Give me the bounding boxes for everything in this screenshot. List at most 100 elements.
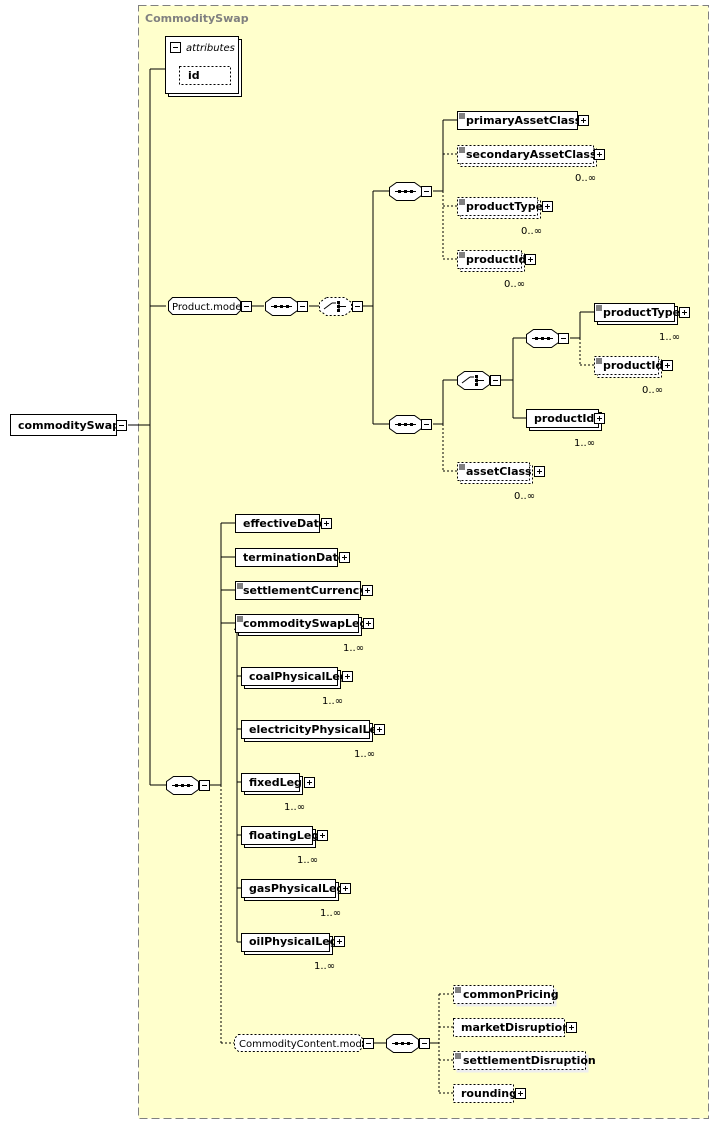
svg-text:commoditySwap: commoditySwap xyxy=(18,419,120,432)
svg-text:gasPhysicalLeg: gasPhysicalLeg xyxy=(249,882,344,895)
element-assetclass[interactable]: assetClass xyxy=(457,462,533,484)
root-element-commodityswap[interactable]: commoditySwap xyxy=(10,414,121,436)
element-coalphysicalleg[interactable]: coalPhysicalLeg xyxy=(241,667,348,689)
expand-plus-box-icon[interactable] xyxy=(374,724,385,735)
svg-text:commonPricing: commonPricing xyxy=(463,988,559,1001)
element-settlementdisruption[interactable]: settlementDisruption xyxy=(453,1051,596,1073)
element-commodityswapleg[interactable]: commoditySwapLeg xyxy=(235,614,368,636)
element-effectivedate[interactable]: effectiveDate xyxy=(235,514,327,533)
cardinality-label: 1..∞ xyxy=(659,332,680,343)
svg-text:assetClass: assetClass xyxy=(466,465,532,478)
cardinality-label: 1..∞ xyxy=(574,438,595,449)
svg-text:settlementDisruption: settlementDisruption xyxy=(463,1054,596,1067)
svg-text:terminationDate: terminationDate xyxy=(243,551,345,564)
cardinality-label: 0..∞ xyxy=(521,226,542,237)
expand-plus-box-icon[interactable] xyxy=(534,466,545,477)
sequence-compositor-icon[interactable] xyxy=(386,1034,419,1053)
commodityswap-group-box xyxy=(138,5,709,1119)
svg-text:oilPhysicalLeg: oilPhysicalLeg xyxy=(249,935,338,948)
expand-plus-box-icon[interactable] xyxy=(594,413,605,424)
element-marketdisruption[interactable]: marketDisruption xyxy=(453,1018,571,1037)
expand-plus-box-icon[interactable] xyxy=(340,883,351,894)
attributes-label: attributes xyxy=(186,43,235,54)
sequence-compositor-icon[interactable] xyxy=(265,297,298,316)
svg-text:productType: productType xyxy=(603,306,680,319)
attributes-collapse-minus-box-icon[interactable] xyxy=(170,42,181,53)
cardinality-label: 1..∞ xyxy=(284,802,305,813)
svg-text:productId: productId xyxy=(466,253,526,266)
group-title: CommoditySwap xyxy=(145,12,249,25)
expand-plus-box-icon[interactable] xyxy=(362,585,373,596)
expand-plus-box-icon[interactable] xyxy=(304,777,315,788)
choice-collapse-minus-box-icon[interactable] xyxy=(352,301,363,312)
svg-text:productId: productId xyxy=(603,359,663,372)
cardinality-label: 0..∞ xyxy=(504,279,525,290)
svg-text:secondaryAssetClass: secondaryAssetClass xyxy=(466,148,597,161)
sequence-collapse-minus-box-icon[interactable] xyxy=(199,780,210,791)
element-gasphysicalleg[interactable]: gasPhysicalLeg xyxy=(241,879,345,901)
sequence-collapse-minus-box-icon[interactable] xyxy=(421,419,432,430)
element-commonpricing[interactable]: commonPricing xyxy=(453,985,559,1007)
element-primaryassetclass[interactable]: primaryAssetClass xyxy=(457,111,582,130)
choice-collapse-minus-box-icon[interactable] xyxy=(490,375,501,386)
sequence-collapse-minus-box-icon[interactable] xyxy=(419,1038,430,1049)
expand-plus-box-icon[interactable] xyxy=(542,201,553,212)
expand-plus-box-icon[interactable] xyxy=(566,1022,577,1033)
commodity-content-model-group[interactable]: CommodityContent.model xyxy=(234,1034,371,1052)
svg-text:fixedLeg: fixedLeg xyxy=(249,776,302,789)
element-productid[interactable]: productId xyxy=(457,250,527,272)
svg-text:commoditySwapLeg: commoditySwapLeg xyxy=(243,617,367,630)
sequence-compositor-icon[interactable] xyxy=(389,182,422,201)
sequence-collapse-minus-box-icon[interactable] xyxy=(558,333,569,344)
cardinality-label: 1..∞ xyxy=(297,855,318,866)
element-fixedleg[interactable]: fixedLeg xyxy=(241,773,303,795)
svg-text:id: id xyxy=(188,69,200,82)
expand-plus-box-icon[interactable] xyxy=(363,618,374,629)
expand-plus-box-icon[interactable] xyxy=(525,254,536,265)
element-oilphysicalleg[interactable]: oilPhysicalLeg xyxy=(241,933,338,955)
cardinality-label: 1..∞ xyxy=(314,961,335,972)
element-secondaryassetclass[interactable]: secondaryAssetClass xyxy=(457,145,597,167)
sequence-collapse-minus-box-icon[interactable] xyxy=(421,186,432,197)
element-producttype[interactable]: productType xyxy=(594,303,681,325)
svg-text:CommodityContent.model: CommodityContent.model xyxy=(239,1039,371,1050)
expand-plus-box-icon[interactable] xyxy=(515,1088,526,1099)
element-terminationdate[interactable]: terminationDate xyxy=(235,548,346,567)
expand-plus-box-icon[interactable] xyxy=(662,360,673,371)
expand-plus-box-icon[interactable] xyxy=(334,936,345,947)
expand-plus-box-icon[interactable] xyxy=(321,518,332,529)
product-model-collapse-minus-box-icon[interactable] xyxy=(241,301,252,312)
commodity-content-collapse-minus-box-icon[interactable] xyxy=(363,1038,374,1049)
choice-compositor-icon[interactable] xyxy=(457,371,490,390)
element-rounding[interactable]: rounding xyxy=(453,1084,518,1103)
svg-text:marketDisruption: marketDisruption xyxy=(461,1021,570,1034)
cardinality-label: 1..∞ xyxy=(320,908,341,919)
expand-plus-box-icon[interactable] xyxy=(342,671,353,682)
cardinality-label: 0..∞ xyxy=(575,173,596,184)
element-producttype[interactable]: productType xyxy=(457,197,544,219)
choice-compositor-icon[interactable] xyxy=(319,297,352,316)
product-model-group[interactable]: Product.model xyxy=(168,297,245,315)
element-settlementcurrency[interactable]: settlementCurrency xyxy=(235,581,367,600)
collapse-root-minus-box-icon[interactable] xyxy=(116,420,127,431)
cardinality-label: 1..∞ xyxy=(322,696,343,707)
svg-text:productId: productId xyxy=(534,412,594,425)
sequence-compositor-icon[interactable] xyxy=(166,776,199,795)
expand-plus-box-icon[interactable] xyxy=(339,552,350,563)
element-electricityphysicalleg[interactable]: electricityPhysicalLeg xyxy=(241,720,385,742)
element-floatingleg[interactable]: floatingLeg xyxy=(241,826,320,848)
expand-plus-box-icon[interactable] xyxy=(317,830,328,841)
sequence-compositor-icon[interactable] xyxy=(526,329,559,348)
sequence-compositor-icon[interactable] xyxy=(389,415,422,434)
cardinality-label: 0..∞ xyxy=(642,385,663,396)
element-productid[interactable]: productId xyxy=(594,356,664,378)
expand-plus-box-icon[interactable] xyxy=(679,307,690,318)
svg-text:floatingLeg: floatingLeg xyxy=(249,829,319,842)
expand-plus-box-icon[interactable] xyxy=(578,115,589,126)
expand-plus-box-icon[interactable] xyxy=(594,149,605,160)
attribute-id[interactable]: id xyxy=(179,66,231,85)
sequence-collapse-minus-box-icon[interactable] xyxy=(297,301,308,312)
element-productid[interactable]: productId xyxy=(526,409,602,431)
svg-text:productType: productType xyxy=(466,200,543,213)
